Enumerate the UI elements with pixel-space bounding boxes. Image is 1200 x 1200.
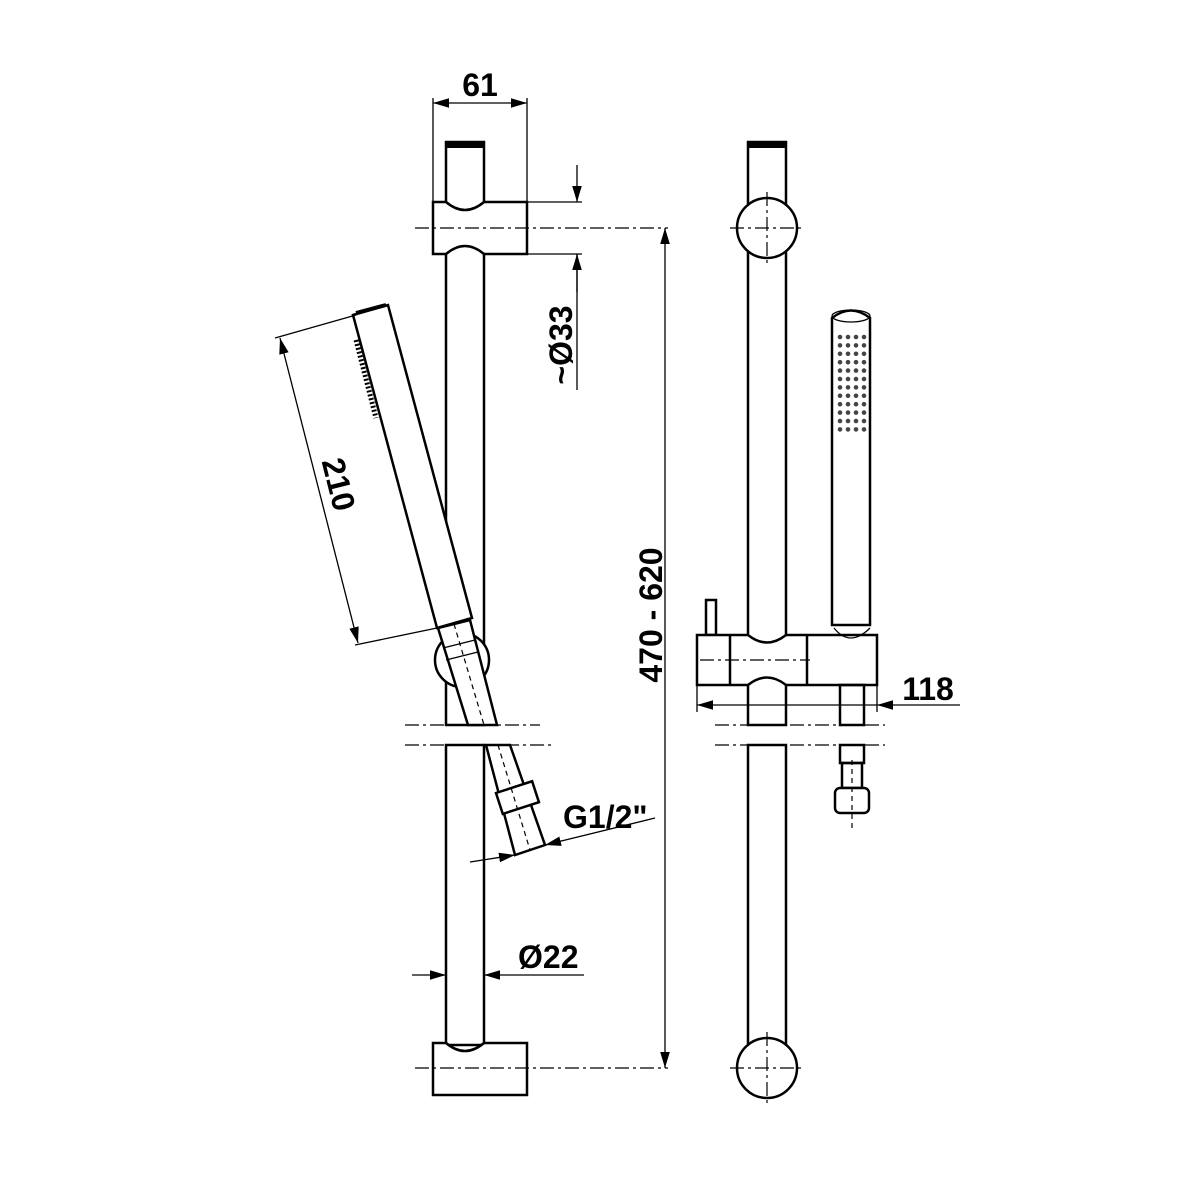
nozzle-dot [837,334,843,340]
nozzle-dot [853,351,859,357]
dimension-118: 118 [696,671,960,712]
bottom-wall-bracket [415,1041,668,1097]
nozzle-dot [861,427,867,432]
nozzle-dot [845,334,851,340]
dimension-label-470-620: 470 - 620 [633,547,669,682]
nozzle-dot [837,359,843,365]
hand-shower-front [830,309,872,627]
nozzle-dot [853,410,859,415]
dimension-label-33: ~Ø33 [543,305,579,384]
nozzle-dot [845,376,851,382]
nozzle-dot [845,401,851,407]
side-view: 61 ~Ø33 470 - 620 210 G1/2" Ø22 [274,67,670,1097]
nozzle-dot [837,410,843,415]
nozzle-dot [837,418,843,424]
dimension-label-g12: G1/2" [563,799,648,835]
nozzle-dot [861,401,867,407]
dimension-diameter-22: Ø22 [412,939,584,980]
lower-rail-front [746,743,788,1047]
nozzle-dot [861,376,867,382]
nozzle-dot [861,351,867,357]
nozzle-dot [845,385,851,390]
top-bracket-round [730,192,805,264]
front-view: 118 [695,140,960,1104]
nozzle-dot [837,376,843,382]
nozzle-dot [837,385,843,390]
lower-rail [444,743,486,1047]
top-wall-bracket [415,200,668,256]
dimension-label-22: Ø22 [518,939,578,975]
hand-shower-tilted [351,303,499,727]
nozzle-dot [845,418,851,424]
nozzle-dot [845,410,851,415]
slider-lock-pin [704,598,718,637]
nozzle-dot [853,368,859,373]
nozzle-dot [853,401,859,407]
dimension-label-118: 118 [902,671,954,707]
nozzle-dot [837,368,843,373]
nozzle-dot [837,427,843,432]
slider [695,598,879,687]
nozzle-dot [845,351,851,357]
dimension-61: 61 [432,67,528,202]
hose-connector [484,743,547,857]
nozzle-dot [837,351,843,357]
spray-nozzles [837,334,867,432]
nozzle-dot [853,393,859,399]
nozzle-dot [853,418,859,424]
nozzle-dot [853,334,859,340]
nozzle-dot [853,427,859,432]
nozzle-dot [853,385,859,390]
nozzle-dot [861,334,867,340]
dimension-diameter-33: ~Ø33 [527,165,582,390]
nozzle-dot [861,393,867,399]
dimension-thread: G1/2" [469,799,656,863]
hose-front [833,683,871,830]
nozzle-dot [837,401,843,407]
dimension-label-61: 61 [462,67,498,103]
bottom-bracket-round [730,1032,805,1104]
nozzle-dot [861,385,867,390]
dimension-rail-length: 470 - 620 [633,228,670,1068]
nozzle-dot [861,410,867,415]
nozzle-dot [861,359,867,365]
nozzle-dot [845,343,851,348]
nozzle-dot [853,359,859,365]
dimension-label-210: 210 [315,454,363,515]
nozzle-dot [837,393,843,399]
nozzle-dot [845,393,851,399]
nozzle-dot [861,368,867,373]
nozzle-dot [861,343,867,348]
nozzle-dot [861,418,867,424]
nozzle-dot [853,376,859,382]
nozzle-dot [853,343,859,348]
nozzle-dot [845,368,851,373]
nozzle-dot [845,359,851,365]
nozzle-dot [837,343,843,348]
nozzle-dot [845,427,851,432]
